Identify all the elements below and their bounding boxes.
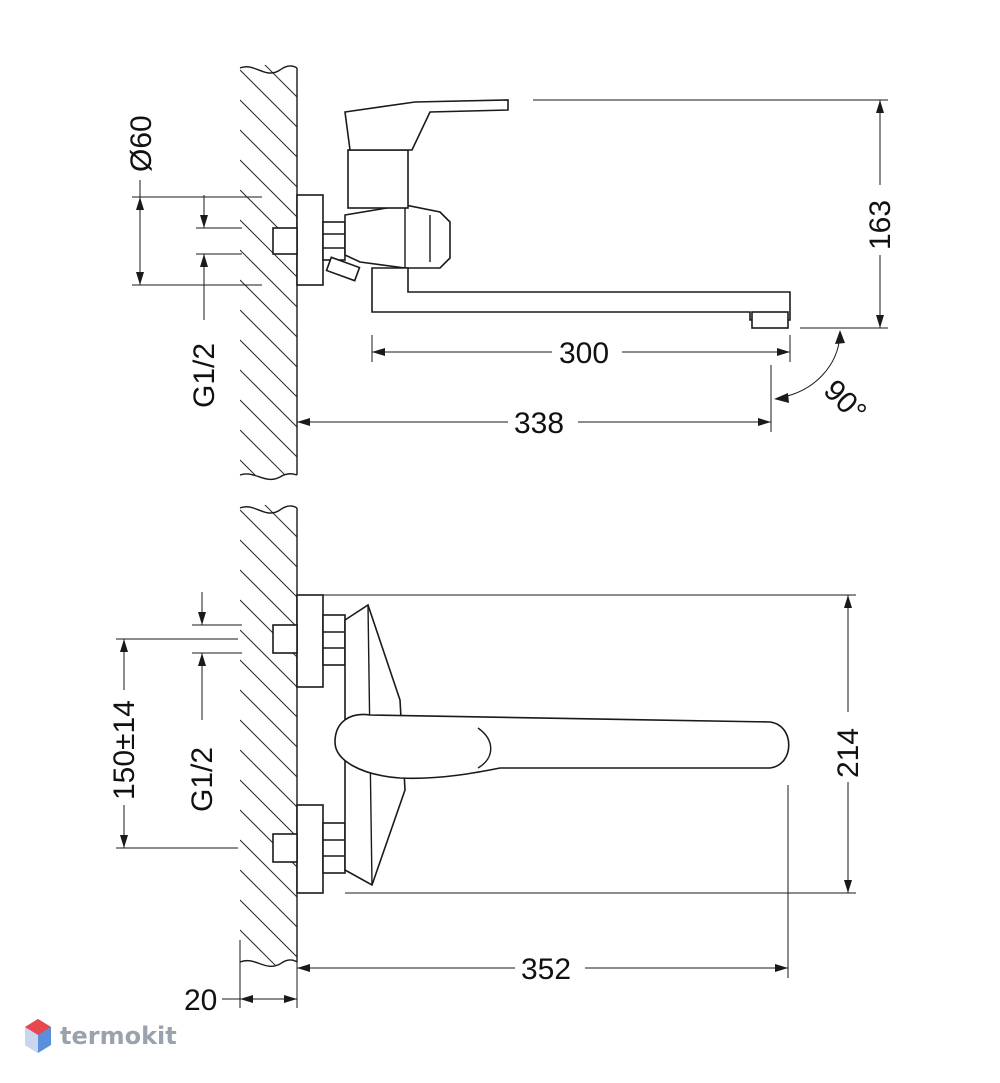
dim-spout-reach-label: 300 xyxy=(559,337,609,370)
dim-diameter: Ø60 xyxy=(125,115,262,286)
top-view: Ø60 G1/2 163 xyxy=(125,65,897,481)
dim-total-reach-front-label: 352 xyxy=(521,953,571,986)
aerator-top xyxy=(751,311,789,329)
wall-break-bottom xyxy=(239,505,298,514)
front-view: G1/2 150±14 214 xyxy=(108,505,865,1017)
pipe-stub-top xyxy=(272,227,298,255)
dim-thread-top-label: G1/2 xyxy=(188,343,221,408)
nut-upper xyxy=(322,614,346,666)
spout-top xyxy=(371,267,791,321)
dim-height-front-label: 214 xyxy=(832,728,865,778)
mixer-body-top xyxy=(344,204,451,269)
flange-lower xyxy=(296,804,324,894)
brand-name: termokit xyxy=(60,1022,177,1050)
dim-total-reach-top: 338 xyxy=(297,365,772,440)
dim-center-distance-label: 150±14 xyxy=(108,700,141,800)
cartridge-top xyxy=(347,149,409,209)
dim-thread-top: G1/2 xyxy=(188,195,242,408)
dim-diameter-label: Ø60 xyxy=(125,115,158,172)
dim-rotation-angle-label: 90° xyxy=(817,374,872,429)
dim-total-reach-front: 352 xyxy=(297,785,789,986)
wall-break-top xyxy=(239,65,298,74)
wall-hatch-top xyxy=(240,65,297,475)
dim-thread-bottom-label: G1/2 xyxy=(186,747,219,812)
nut-lower xyxy=(322,822,346,874)
pipe-stub-lower xyxy=(272,833,298,863)
flange-upper xyxy=(296,594,324,688)
lever-handle-top xyxy=(344,99,509,151)
brand-watermark: termokit xyxy=(24,1018,177,1054)
dim-rotation-angle: 90° xyxy=(774,327,872,429)
pipe-stub-upper xyxy=(272,624,298,654)
dim-total-reach-top-label: 338 xyxy=(514,407,564,440)
nut-top xyxy=(322,221,346,261)
wall-hatch-bottom xyxy=(240,505,297,965)
dim-height-front: 214 xyxy=(323,594,865,894)
dim-height-top-label: 163 xyxy=(864,200,897,250)
dim-wall-offset: 20 xyxy=(184,940,298,1017)
termokit-logo-icon xyxy=(25,1019,51,1053)
dim-thread-bottom: G1/2 xyxy=(186,592,242,812)
dim-spout-reach: 300 xyxy=(371,335,791,370)
dim-center-distance: 150±14 xyxy=(108,638,238,849)
wall-flange-top xyxy=(296,194,324,286)
spout-front xyxy=(334,713,790,780)
dim-wall-offset-label: 20 xyxy=(184,984,217,1017)
